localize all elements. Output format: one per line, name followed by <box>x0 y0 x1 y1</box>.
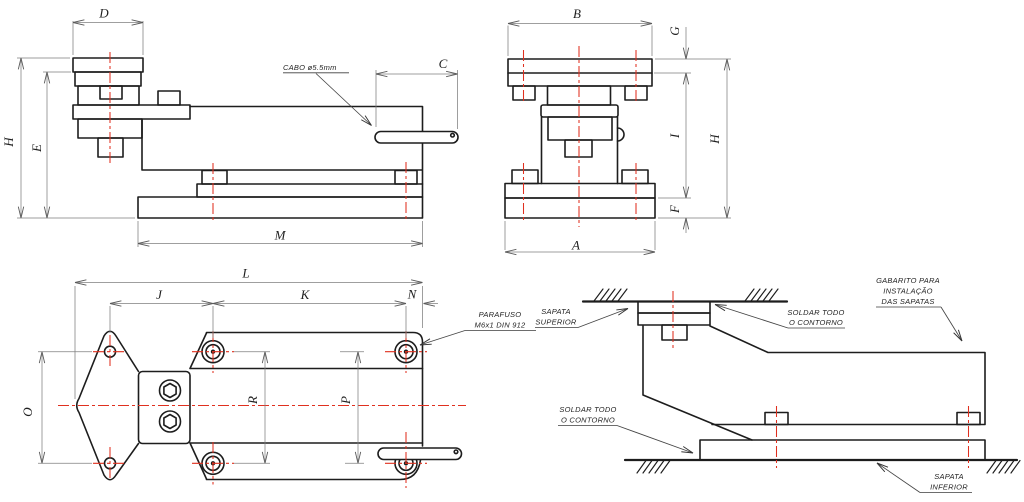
dim-label-F: F <box>667 204 682 214</box>
template-line1: GABARITO PARA <box>876 276 940 285</box>
dim-label-N: N <box>407 287 418 302</box>
dim-label-H-side: H <box>1 137 16 148</box>
install-centerlines <box>672 291 970 468</box>
dim-label-I: I <box>667 133 682 139</box>
dim-label-R: R <box>245 396 260 405</box>
cable-note-text: CABO ø5.5mm <box>283 63 337 72</box>
weld-top-line2: O CONTORNO <box>789 318 843 327</box>
side-dimensions: D H E C M <box>1 6 458 247</box>
screw-note-line1: PARAFUSO <box>479 310 522 319</box>
dim-label-K: K <box>300 287 311 302</box>
dim-label-E: E <box>29 144 44 153</box>
cable-callout: CABO ø5.5mm <box>283 63 372 126</box>
lower-shoe <box>699 439 986 461</box>
template-line3: DAS SAPATAS <box>881 297 934 306</box>
hex-socket-screw <box>163 413 177 430</box>
dim-label-C: C <box>439 56 448 71</box>
weld-bottom-callout: SOLDAR TODO O CONTORNO <box>558 405 694 454</box>
screw-callout: PARAFUSO M6x1 DIN 912 <box>419 310 536 346</box>
dim-label-G: G <box>667 26 682 36</box>
dim-label-J: J <box>156 287 163 302</box>
front-dimensions: B A G I F H <box>504 6 731 256</box>
upper-shoe-line1: SAPATA <box>541 307 570 316</box>
cable-gland-front <box>616 127 625 142</box>
end-plate <box>75 330 140 481</box>
lower-shoe-callout: SAPATA INFERIOR <box>876 462 972 493</box>
dim-label-P: P <box>338 396 353 405</box>
dim-label-O: O <box>20 407 35 417</box>
dim-label-D: D <box>98 6 109 21</box>
front-part-outline <box>504 58 656 219</box>
install-part-outline <box>637 300 986 461</box>
screw-note-line2: M6x1 DIN 912 <box>475 321 527 330</box>
top-dimensions: L J K N O R P <box>20 266 438 464</box>
dim-label-L: L <box>241 266 249 281</box>
hatch-top-right <box>744 288 779 302</box>
front-centerlines <box>522 46 637 227</box>
cable-side <box>374 130 459 144</box>
hatch-bottom-left <box>636 459 671 474</box>
template-line2: INSTALAÇÃO <box>883 287 932 296</box>
lower-shoe-line1: SAPATA <box>934 472 963 481</box>
hex-socket-screw <box>163 382 177 399</box>
top-view: L J K N O R P PARAFUSO M6x1 DIN 912 <box>20 266 536 488</box>
hatch-top-left <box>593 288 628 302</box>
side-view: D H E C M CABO ø5.5mm <box>1 6 459 247</box>
dim-label-B: B <box>573 6 581 21</box>
cable-top <box>377 447 463 461</box>
lower-shoe-line2: INFERIOR <box>930 483 968 492</box>
template-callout: GABARITO PARA INSTALAÇÃO DAS SAPATAS <box>876 276 963 342</box>
weld-bottom-line2: O CONTORNO <box>561 416 615 425</box>
dim-label-H-front: H <box>707 134 722 145</box>
weld-bottom-line1: SOLDAR TODO <box>559 405 616 414</box>
front-view: B A G I F H <box>504 6 731 256</box>
upper-shoe-line2: SUPERIOR <box>535 318 577 327</box>
side-centerlines <box>109 52 407 221</box>
dim-label-A: A <box>571 238 580 253</box>
side-part-outline <box>72 57 459 219</box>
upper-shoe-callout: SAPATA SUPERIOR <box>535 307 629 328</box>
weld-top-line1: SOLDAR TODO <box>787 308 844 317</box>
hatch-bottom-right <box>986 459 1021 474</box>
dim-label-M: M <box>274 228 287 243</box>
installation-view: SAPATA SUPERIOR SOLDAR TODO O CONTORNO G… <box>535 276 1021 493</box>
weld-top-callout: SOLDAR TODO O CONTORNO <box>714 304 845 329</box>
